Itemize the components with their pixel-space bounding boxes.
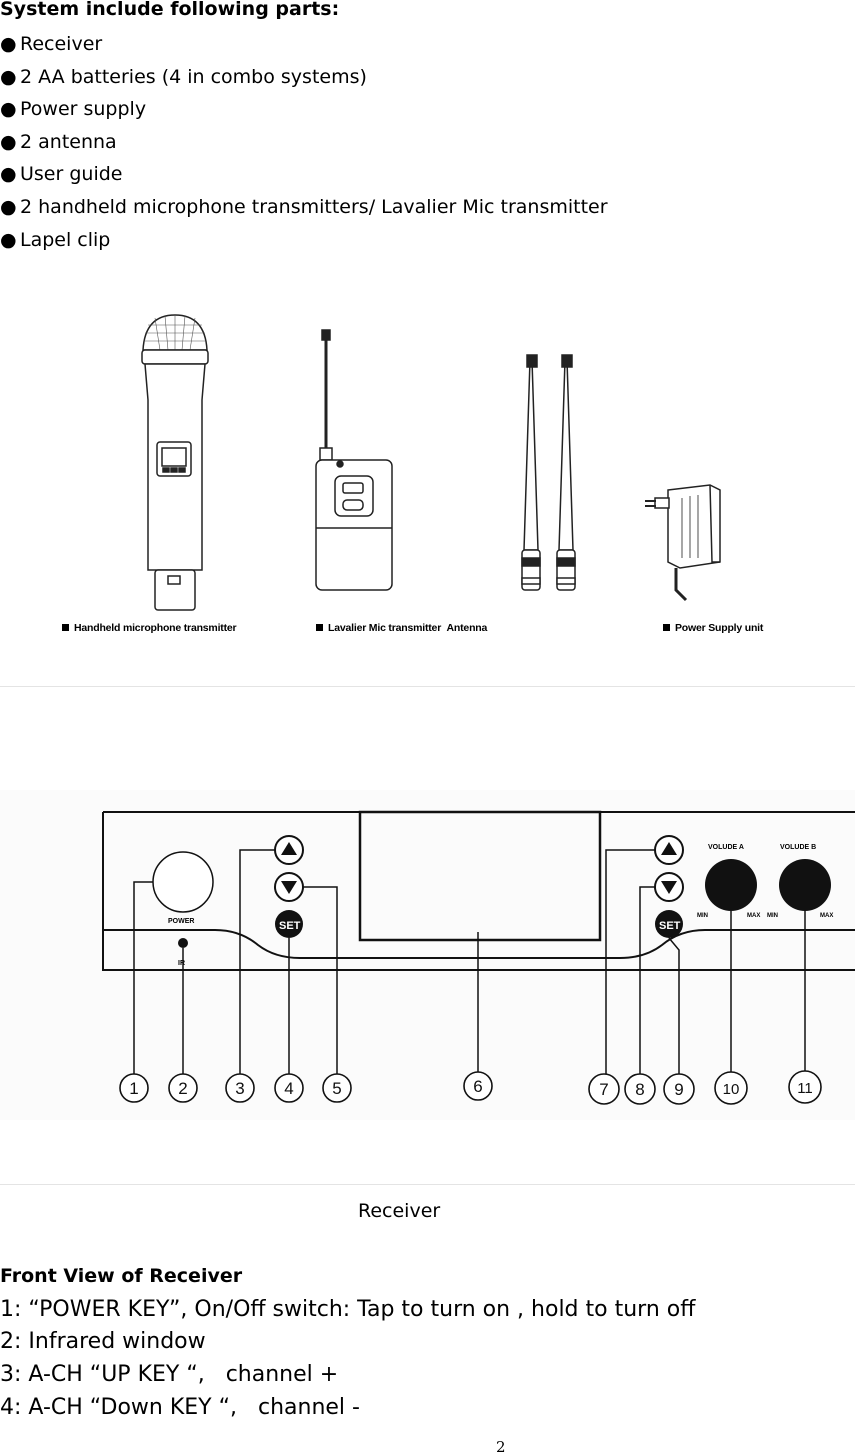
- bullet-icon: ●: [0, 33, 17, 55]
- list-item: ●2 handheld microphone transmitters/ Lav…: [0, 191, 608, 224]
- b-channel-buttons: SET: [654, 835, 684, 938]
- volume-a-label: VOLUDE A: [708, 844, 744, 851]
- divider: [0, 1184, 855, 1185]
- receiver-caption: Receiver: [358, 1200, 441, 1222]
- svg-text:MIN: MIN: [697, 913, 708, 919]
- power-button-icon: [152, 851, 214, 913]
- caption-power-supply: Power Supply unit: [663, 622, 763, 634]
- bullet-icon: ●: [0, 130, 17, 153]
- svg-text:MAX: MAX: [820, 913, 833, 919]
- callout-9: 9: [674, 1080, 683, 1099]
- bullet-icon: ●: [0, 163, 17, 186]
- parts-heading: System include following parts:: [0, 0, 340, 20]
- ir-label: IR: [178, 960, 185, 967]
- list-item: ●User guide: [0, 158, 608, 191]
- volume-b-knob-icon: [779, 859, 831, 911]
- product-figure: Handheld microphone transmitter Lavalier…: [0, 300, 855, 650]
- callout-6: 6: [473, 1077, 482, 1096]
- lavalier-transmitter-icon: [315, 329, 393, 591]
- list-item: ●2 antenna: [0, 126, 608, 159]
- callout-1: 1: [129, 1079, 138, 1098]
- volume-b-label: VOLUDE B: [780, 844, 816, 851]
- caption-antenna: Antenna: [446, 622, 488, 634]
- power-label: POWER: [168, 918, 194, 925]
- svg-text:MIN: MIN: [767, 913, 778, 919]
- description-line: 3: A-CH “UP KEY “, channel +: [0, 1362, 339, 1387]
- caption-lavalier: Lavalier Mic transmitter Antenna: [316, 622, 487, 634]
- set-b-label: SET: [659, 920, 681, 932]
- bullet-icon: ●: [0, 98, 17, 121]
- callout-7: 7: [599, 1080, 608, 1099]
- callout-11: 11: [797, 1080, 813, 1097]
- bullet-icon: ●: [0, 195, 17, 218]
- product-illustration: [141, 314, 721, 611]
- description-line: 4: A-CH “Down KEY “, channel -: [0, 1395, 360, 1420]
- set-a-label: SET: [279, 920, 301, 932]
- receiver-figure: POWER IR SET SET VOLUDE A VOLUDE B MIN M…: [0, 790, 855, 1120]
- handheld-microphone-icon: [141, 314, 209, 611]
- callout-4: 4: [284, 1079, 293, 1098]
- volume-a-knob-icon: [705, 859, 757, 911]
- parts-list: ●Receiver ●2 AA batteries (4 in combo sy…: [0, 28, 608, 256]
- divider: [0, 686, 855, 687]
- antenna-icon: [521, 354, 576, 591]
- a-channel-buttons: SET: [274, 835, 304, 938]
- callout-3: 3: [235, 1079, 244, 1098]
- svg-text:MAX: MAX: [747, 913, 760, 919]
- bullet-icon: ●: [0, 65, 17, 88]
- callout-8: 8: [635, 1080, 644, 1099]
- callout-2: 2: [178, 1079, 187, 1098]
- page-number: 2: [496, 1438, 506, 1456]
- list-item: ●2 AA batteries (4 in combo systems): [0, 61, 608, 94]
- callout-10: 10: [723, 1081, 740, 1098]
- description-line: 1: “POWER KEY”, On/Off switch: Tap to tu…: [0, 1297, 696, 1322]
- list-item: ●Lapel clip: [0, 224, 608, 257]
- power-supply-icon: [645, 484, 721, 602]
- ir-window-icon: [178, 938, 188, 948]
- list-item: ●Power supply: [0, 93, 608, 126]
- list-item: ●Receiver: [0, 28, 608, 61]
- bullet-icon: ●: [0, 228, 17, 251]
- description-line: 2: Infrared window: [0, 1329, 206, 1354]
- front-view-heading: Front View of Receiver: [0, 1265, 243, 1287]
- caption-handheld: Handheld microphone transmitter: [62, 622, 237, 634]
- receiver-diagram: POWER IR SET SET VOLUDE A VOLUDE B MIN M…: [102, 810, 855, 1105]
- callout-5: 5: [332, 1079, 341, 1098]
